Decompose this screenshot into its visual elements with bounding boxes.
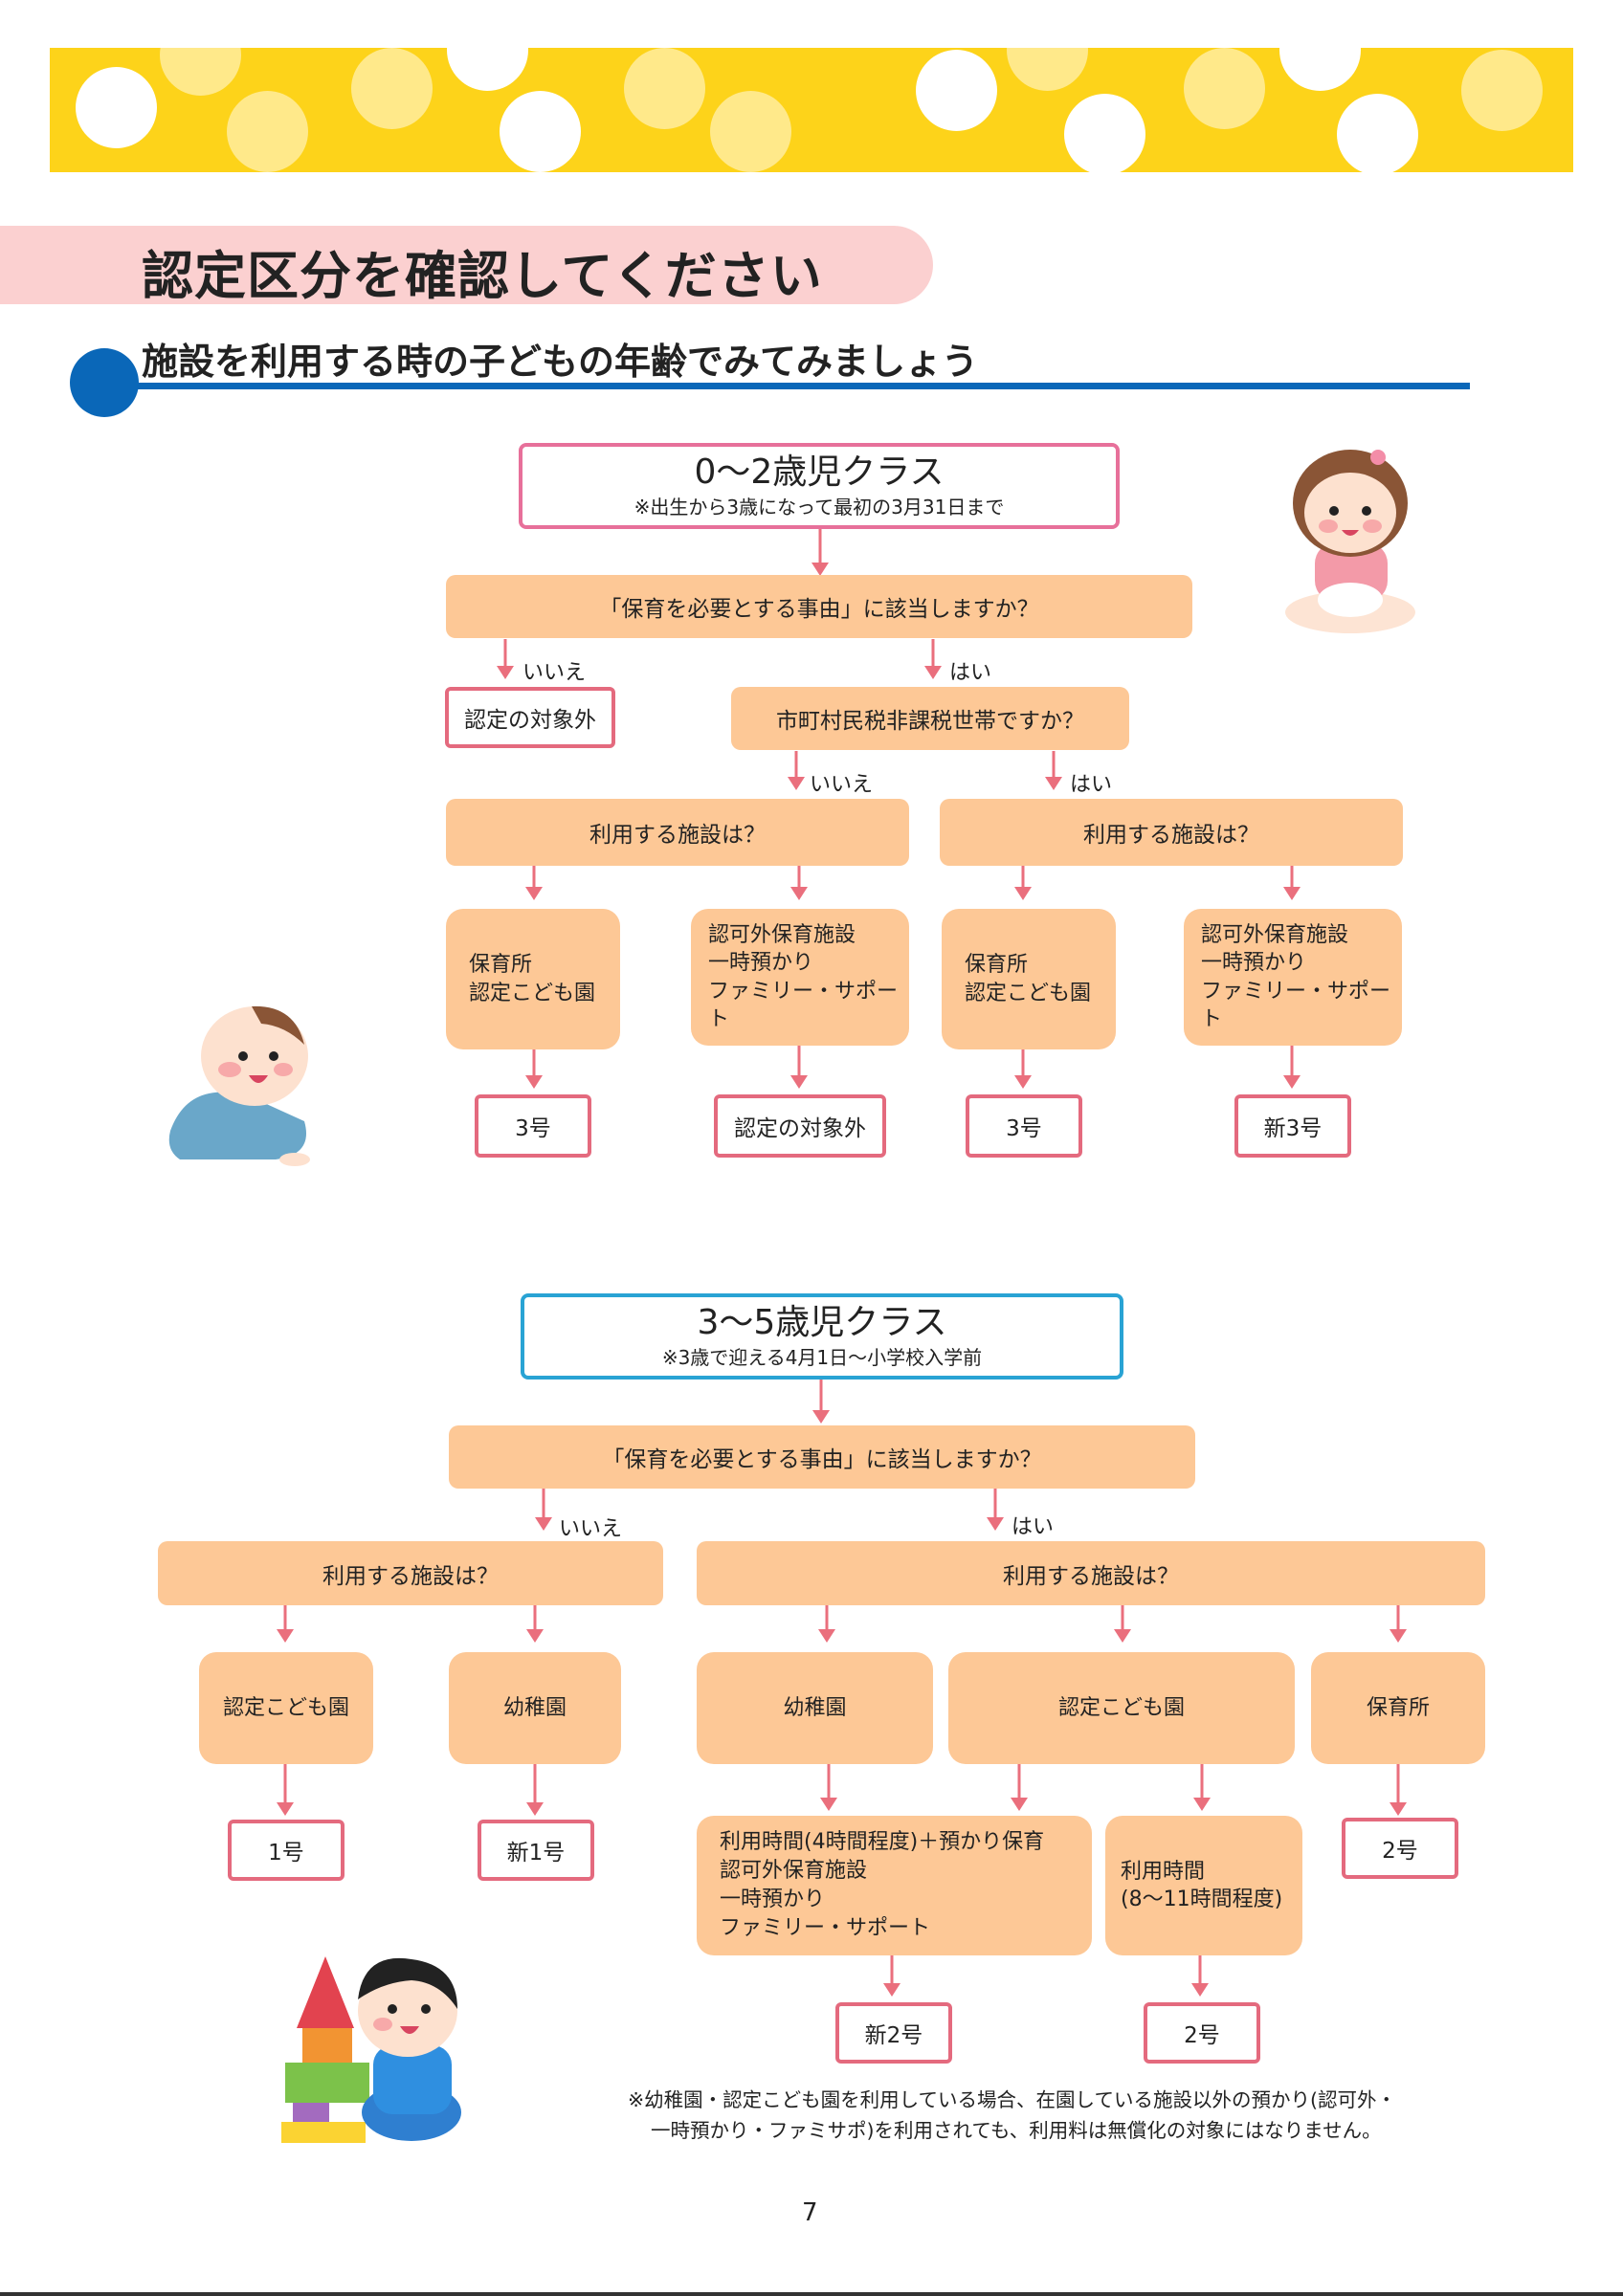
chart1-header: 0〜2歳児クラス ※出生から3歳になって最初の3月31日まで — [519, 443, 1120, 529]
chart1-facility-unlicensed-left: 認可外保育施設 一時預かり ファミリー・サポート — [691, 909, 909, 1046]
polka-dot — [624, 48, 705, 129]
chart1-result-out-b: 認定の対象外 — [714, 1094, 886, 1158]
chart2-hoikusho: 保育所 — [1311, 1652, 1485, 1764]
polka-dot — [351, 48, 433, 129]
chart1-facility-nursery-left: 保育所 認定こども園 — [446, 909, 620, 1049]
chart1-facility-question-right: 利用する施設は？ — [940, 799, 1403, 866]
top-banner — [50, 48, 1573, 172]
chart1-note: ※出生から3歳になって最初の3月31日まで — [634, 496, 1005, 519]
footnote-line-2: 一時預かり・ファミサポ)を利用されても、利用料は無償化の対象にはなりません。 — [651, 2118, 1382, 2142]
chart1-tax-no: いいえ — [810, 773, 874, 797]
polka-dot — [1337, 94, 1418, 172]
chart1-result-out: 認定の対象外 — [445, 687, 615, 748]
chart2-facility-question-left: 利用する施設は？ — [158, 1541, 663, 1605]
chart1-question-tax: 市町村民税非課税世帯ですか？ — [731, 687, 1129, 750]
chart2-note: ※3歳で迎える4月1日〜小学校入学前 — [661, 1346, 983, 1370]
chart2-result-new2go: 新2号 — [835, 2002, 952, 2064]
chart2-time-8-11-box: 利用時間 (8〜11時間程度) — [1105, 1816, 1302, 1955]
chart1-answer-no: いいえ — [522, 661, 587, 685]
chart2-answer-yes: はい — [1012, 1515, 1055, 1539]
chart2-result-2go-hoikusho: 2号 — [1342, 1818, 1458, 1879]
chart2-kodomoen-left: 認定こども園 — [199, 1652, 373, 1764]
chart2-title: 3〜5歳児クラス — [697, 1302, 947, 1342]
chart1-result-3go-c: 3号 — [966, 1094, 1082, 1158]
polka-dot — [500, 91, 581, 172]
crawling-baby-illustration — [168, 1005, 310, 1166]
chart2-answer-no: いいえ — [559, 1517, 623, 1541]
polka-dot — [1184, 48, 1265, 129]
chart2-youchien-right: 幼稚園 — [697, 1652, 933, 1764]
subtitle-bullet — [70, 348, 139, 417]
chart2-result-2go: 2号 — [1144, 2002, 1260, 2064]
polka-dot — [1064, 94, 1145, 172]
chart1-result-3go-a: 3号 — [475, 1094, 591, 1158]
subtitle-underline — [115, 383, 1470, 389]
polka-dot — [1461, 50, 1543, 131]
title-background — [0, 226, 933, 304]
chart1-facility-unlicensed-right: 認可外保育施設 一時預かり ファミリー・サポート — [1184, 909, 1402, 1046]
chart2-result-new1go: 新1号 — [478, 1820, 594, 1881]
footnote-line-1: ※幼稚園・認定こども園を利用している場合、在園している施設以外の預かり(認可外・ — [628, 2088, 1396, 2111]
sitting-baby-illustration — [1285, 450, 1415, 633]
chart2-youchien-left: 幼稚園 — [449, 1652, 621, 1764]
chart2-result-1go: 1号 — [228, 1820, 345, 1881]
chart1-facility-question-left: 利用する施設は？ — [446, 799, 909, 866]
chart1-facility-nursery-right: 保育所 認定こども園 — [942, 909, 1116, 1049]
footnote: ※幼稚園・認定こども園を利用している場合、在園している施設以外の預かり(認可外・… — [628, 2086, 1396, 2147]
chart2-time-long-box: 利用時間(4時間程度)＋預かり保育 認可外保育施設 一時預かり ファミリー・サポ… — [697, 1816, 1092, 1955]
page-title: 認定区分を確認してください — [142, 246, 823, 306]
polka-dot — [227, 91, 308, 172]
page-bottom-border — [0, 2292, 1623, 2296]
chart2-header: 3〜5歳児クラス ※3歳で迎える4月1日〜小学校入学前 — [521, 1293, 1123, 1380]
chart1-title: 0〜2歳児クラス — [694, 452, 945, 492]
chart2-kodomoen-right: 認定こども園 — [948, 1652, 1295, 1764]
polka-dot — [76, 67, 157, 148]
polka-dot — [710, 91, 791, 172]
chart2-facility-question-right: 利用する施設は？ — [697, 1541, 1485, 1605]
chart1-tax-yes: はい — [1070, 773, 1113, 797]
chart1-answer-yes: はい — [949, 661, 992, 685]
child-with-blocks-illustration — [281, 1956, 461, 2143]
page-number: 7 — [802, 2198, 818, 2227]
section-subtitle: 施設を利用する時の子どもの年齢でみてみましょう — [142, 341, 979, 383]
chart1-result-new3go: 新3号 — [1234, 1094, 1351, 1158]
chart2-question-need: 「保育を必要とする事由」に該当しますか？ — [449, 1425, 1195, 1489]
chart1-question-need: 「保育を必要とする事由」に該当しますか？ — [446, 575, 1192, 638]
polka-dot — [916, 50, 997, 131]
